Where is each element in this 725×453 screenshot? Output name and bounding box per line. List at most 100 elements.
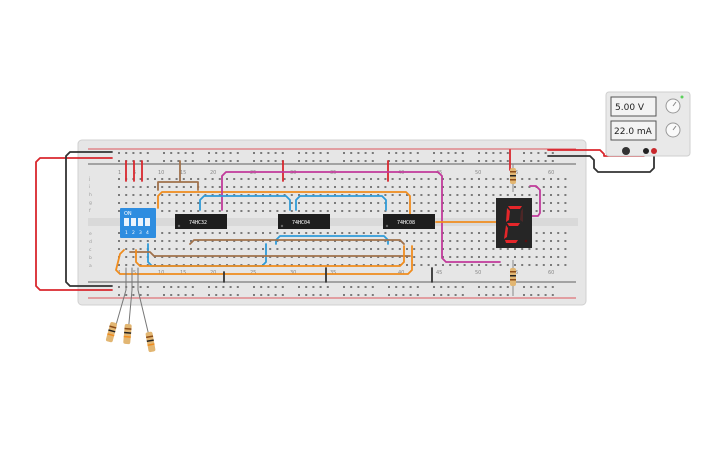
pulldown-resistor[interactable] [145,331,156,353]
breadboard-hole[interactable] [125,256,128,258]
breadboard-hole[interactable] [550,194,552,196]
breadboard-hole[interactable] [240,256,243,258]
breadboard-hole[interactable] [191,152,194,154]
breadboard-hole[interactable] [298,232,300,234]
breadboard-hole[interactable] [506,194,509,196]
breadboard-hole[interactable] [463,210,466,212]
breadboard-hole[interactable] [506,186,509,188]
breadboard-hole[interactable] [384,194,387,196]
breadboard-hole[interactable] [276,186,279,188]
breadboard-hole[interactable] [413,202,416,204]
breadboard-hole[interactable] [442,186,444,188]
breadboard-hole[interactable] [542,232,545,234]
breadboard-hole[interactable] [233,194,236,196]
breadboard-hole[interactable] [305,178,308,180]
breadboard-hole[interactable] [262,256,264,258]
supply-black-lead[interactable] [547,151,655,173]
negative-terminal[interactable] [622,147,630,155]
breadboard-hole[interactable] [550,202,552,204]
dip-toggle-3[interactable] [138,218,143,226]
breadboard-hole[interactable] [218,178,221,180]
breadboard-hole[interactable] [406,178,408,180]
breadboard-hole[interactable] [420,232,423,234]
breadboard-hole[interactable] [442,240,444,242]
breadboard-hole[interactable] [233,264,236,266]
breadboard-hole[interactable] [449,194,452,196]
breadboard-hole[interactable] [146,294,149,296]
breadboard-hole[interactable] [523,160,525,162]
breadboard-hole[interactable] [260,152,263,154]
breadboard-hole[interactable] [247,248,250,250]
breadboard-hole[interactable] [413,240,416,242]
breadboard-hole[interactable] [530,160,533,162]
breadboard-hole[interactable] [413,248,416,250]
breadboard-hole[interactable] [427,202,430,204]
breadboard-hole[interactable] [276,210,279,212]
breadboard-hole[interactable] [229,286,232,288]
breadboard-hole[interactable] [312,286,315,288]
breadboard-hole[interactable] [348,210,351,212]
breadboard-hole[interactable] [139,248,142,250]
breadboard-hole[interactable] [240,202,243,204]
breadboard-hole[interactable] [222,294,225,296]
breadboard-hole[interactable] [341,232,344,234]
breadboard-hole[interactable] [233,202,236,204]
breadboard-hole[interactable] [298,294,300,296]
breadboard-hole[interactable] [398,256,401,258]
breadboard-hole[interactable] [283,256,286,258]
breadboard-hole[interactable] [312,178,315,180]
breadboard-hole[interactable] [377,210,380,212]
breadboard-hole[interactable] [391,194,394,196]
breadboard-hole[interactable] [118,186,120,188]
breadboard-hole[interactable] [125,186,128,188]
breadboard-hole[interactable] [204,264,207,266]
breadboard-hole[interactable] [388,152,390,154]
breadboard-hole[interactable] [168,194,171,196]
breadboard-hole[interactable] [334,232,336,234]
breadboard-hole[interactable] [190,240,192,242]
breadboard-hole[interactable] [461,294,464,296]
breadboard-hole[interactable] [391,248,394,250]
breadboard-hole[interactable] [290,202,293,204]
breadboard-hole[interactable] [319,232,322,234]
breadboard-hole[interactable] [409,152,412,154]
breadboard-hole[interactable] [154,240,156,242]
breadboard-hole[interactable] [370,240,372,242]
breadboard-hole[interactable] [362,256,365,258]
breadboard-hole[interactable] [161,202,164,204]
black-ground-wire[interactable] [65,151,113,287]
breadboard-hole[interactable] [427,264,430,266]
breadboard-hole[interactable] [550,178,552,180]
breadboard-hole[interactable] [521,256,524,258]
breadboard-hole[interactable] [341,256,344,258]
dip-toggle-4[interactable] [145,218,150,226]
breadboard-hole[interactable] [326,160,329,162]
breadboard-hole[interactable] [247,232,250,234]
breadboard-hole[interactable] [442,232,444,234]
breadboard-hole[interactable] [557,194,560,196]
breadboard-hole[interactable] [190,186,192,188]
breadboard-hole[interactable] [254,186,257,188]
breadboard-hole[interactable] [348,240,351,242]
breadboard-hole[interactable] [305,232,308,234]
breadboard-hole[interactable] [211,194,214,196]
breadboard-hole[interactable] [283,194,286,196]
breadboard-hole[interactable] [355,264,358,266]
breadboard-hole[interactable] [499,264,502,266]
breadboard-hole[interactable] [564,186,567,188]
breadboard-hole[interactable] [218,186,221,188]
breadboard-hole[interactable] [416,294,419,296]
breadboard-hole[interactable] [440,152,443,154]
breadboard-hole[interactable] [341,186,344,188]
breadboard-hole[interactable] [326,240,329,242]
breadboard-hole[interactable] [449,240,452,242]
breadboard-hole[interactable] [218,210,221,212]
breadboard-hole[interactable] [449,202,452,204]
breadboard-hole[interactable] [274,286,277,288]
breadboard-hole[interactable] [427,248,430,250]
breadboard-hole[interactable] [416,286,419,288]
breadboard-hole[interactable] [499,248,502,250]
breadboard-hole[interactable] [409,160,412,162]
breadboard-hole[interactable] [118,160,120,162]
breadboard-hole[interactable] [463,194,466,196]
